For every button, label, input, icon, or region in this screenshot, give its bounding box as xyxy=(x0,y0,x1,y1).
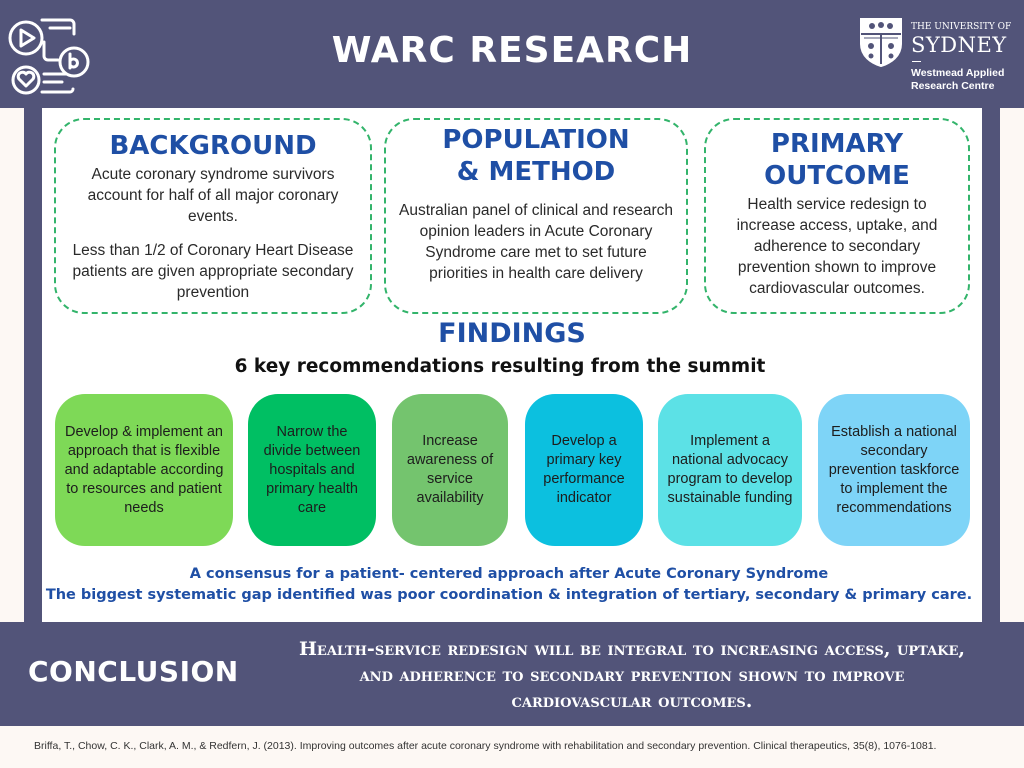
recommendation-5: Implement a national advocacy program to… xyxy=(658,394,802,546)
primary-outcome-box: PRIMARY OUTCOME Health service redesign … xyxy=(704,118,970,314)
population-method-box: POPULATION & METHOD Australian panel of … xyxy=(384,118,688,314)
university-crest-icon xyxy=(860,18,902,68)
header-bar xyxy=(0,0,1024,108)
population-heading-line1: POPULATION xyxy=(442,125,630,155)
population-heading-line2: & METHOD xyxy=(456,157,616,187)
logo-sydney: SYDNEY xyxy=(911,33,1007,57)
background-paragraph-1: Acute coronary syndrome survivors accoun… xyxy=(87,166,339,225)
logo-university-of: THE UNIVERSITY OF xyxy=(911,22,1012,32)
outcome-heading-line1: PRIMARY xyxy=(770,129,904,159)
background-paragraph-2: Less than 1/2 of Coronary Heart Disease … xyxy=(72,242,354,301)
recommendation-4: Develop a primary key performance indica… xyxy=(525,394,643,546)
background-box: BACKGROUND Acute coronary syndrome survi… xyxy=(54,118,372,314)
recommendation-1: Develop & implement an approach that is … xyxy=(55,394,233,546)
citation: Briffa, T., Chow, C. K., Clark, A. M., &… xyxy=(34,740,937,752)
outcome-heading-line2: OUTCOME xyxy=(764,161,910,191)
population-text: Australian panel of clinical and researc… xyxy=(399,202,673,282)
findings-subtitle: 6 key recommendations resulting from the… xyxy=(234,356,766,377)
left-side-strip xyxy=(24,108,42,622)
recommendation-6: Establish a national secondary preventio… xyxy=(818,394,970,546)
conclusion-bar xyxy=(0,622,1024,726)
recommendation-3: Increase awareness of service availabili… xyxy=(392,394,508,546)
logo-centre-line1: Westmead Applied xyxy=(911,67,1005,79)
systematic-gap-statement: The biggest systematic gap identified wa… xyxy=(45,587,973,603)
page-title: WARC RESEARCH xyxy=(331,30,693,71)
social-media-icon xyxy=(8,18,90,95)
right-side-strip xyxy=(982,108,1000,622)
findings-heading: FINDINGS xyxy=(438,318,586,349)
logo-divider xyxy=(912,61,921,62)
conclusion-text: Health-service redesign will be integral… xyxy=(298,638,966,712)
recommendation-2: Narrow the divide between hospitals and … xyxy=(248,394,376,546)
logo-centre-line2: Research Centre xyxy=(911,80,995,92)
footer xyxy=(0,726,1024,768)
consensus-statement: A consensus for a patient- centered appr… xyxy=(189,566,829,582)
background-heading: BACKGROUND xyxy=(109,131,317,161)
outcome-text: Health service redesign to increase acce… xyxy=(736,196,938,297)
conclusion-heading: CONCLUSION xyxy=(28,655,239,688)
